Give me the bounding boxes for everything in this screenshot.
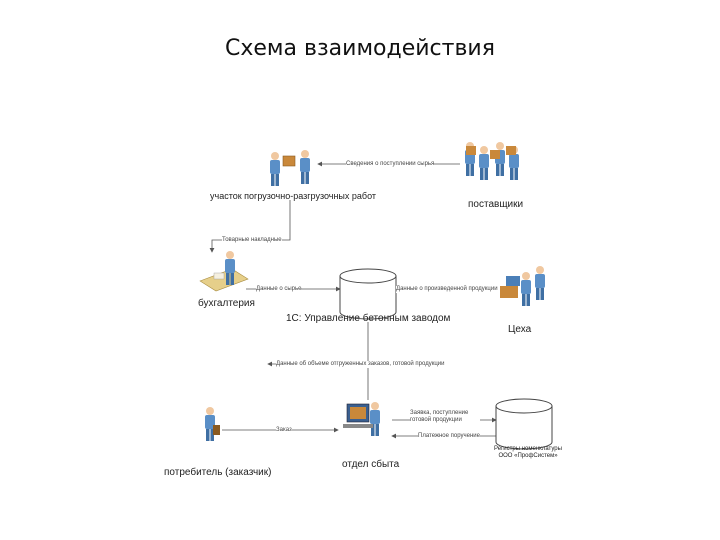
edge-order-volume-label: Данные об объеме отгруженных заказов, го… bbox=[276, 361, 445, 368]
workshop-figure bbox=[500, 266, 545, 306]
edge-production-data-label: Данные о произведенной продукции bbox=[396, 286, 498, 293]
accounting-label: бухгалтерия bbox=[198, 298, 255, 309]
consumer-label: потребитель (заказчик) bbox=[164, 467, 272, 478]
edge-order-label: Заказ bbox=[276, 427, 292, 434]
consumer-figure bbox=[205, 407, 220, 441]
system-database-icon bbox=[339, 268, 397, 320]
accounting-figure bbox=[199, 251, 249, 292]
edge-raw-data-label: Данные о сырье bbox=[256, 286, 302, 293]
edge-invoices-line bbox=[209, 200, 291, 253]
suppliers-label: поставщики bbox=[468, 199, 524, 210]
loading-site-label: участок погрузочно-разгрузочных работ bbox=[210, 191, 376, 201]
suppliers-figure bbox=[465, 142, 519, 180]
edge-invoices-label: Товарные накладные bbox=[222, 237, 282, 244]
loading-site-figure bbox=[270, 150, 310, 186]
edge-raw-delivery-label: Сведения о поступлении сырья bbox=[346, 161, 435, 168]
sales-figure bbox=[343, 402, 380, 436]
edge-product-list-label: Заявка, поступление готовой продукции bbox=[410, 410, 480, 424]
registry-label: Регистры номенклатуры ООО «ПрофСистем» bbox=[494, 446, 562, 459]
system-label: 1С: Управление бетонным заводом bbox=[286, 313, 451, 324]
workshop-label: Цеха bbox=[508, 324, 532, 335]
edge-payment-label: Платежное поручение bbox=[418, 433, 480, 440]
registry-database-icon bbox=[495, 398, 553, 450]
sales-label: отдел сбыта bbox=[342, 459, 400, 470]
page-title: Схема взаимодействия bbox=[225, 36, 495, 61]
